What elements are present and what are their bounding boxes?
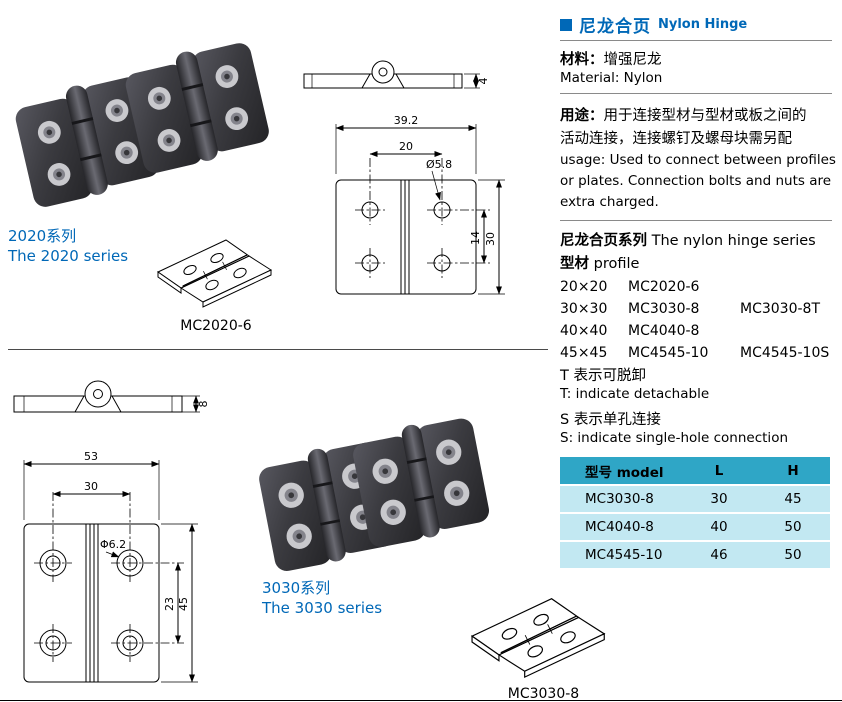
dim-hole-2020: Ø5.8	[426, 158, 452, 171]
rule-under-title	[560, 40, 832, 41]
drawing-iso-3030	[470, 598, 606, 679]
profile-model-2: MC3030-8T	[740, 301, 820, 317]
profile-size: 40×40	[560, 323, 608, 339]
cell-l: 30	[682, 486, 756, 512]
usage-line-zh1: 用途：用于连接型材与型材或板之间的	[560, 104, 838, 125]
profile-size: 45×45	[560, 345, 608, 361]
dim-hole-3030: Φ6.2	[100, 538, 126, 551]
profile-size: 20×20	[560, 279, 608, 295]
dim-overall-width-2020: 39.2	[394, 114, 419, 127]
series-heading-zh: 尼龙合页系列	[560, 233, 647, 249]
series-2020-en: The 2020 series	[8, 247, 129, 265]
series-heading-en: The nylon hinge series	[651, 233, 816, 249]
profile-heading-en: profile	[593, 256, 640, 272]
profile-model-2: MC4545-10S	[740, 345, 830, 361]
note-s-zh: S 表示单孔连接	[560, 412, 661, 428]
profile-row: 20×20 MC2020-6	[560, 276, 829, 298]
note-s-en: S: indicate single-hole connection	[560, 430, 789, 446]
profile-list: 20×20 MC2020-6 30×30 MC3030-8 MC3030-8T …	[560, 276, 829, 364]
cell-h: 50	[756, 542, 830, 568]
profile-model: MC4040-8	[628, 323, 700, 339]
series-3030-zh: 3030系列	[262, 579, 331, 597]
nylon-hinge-photo	[353, 418, 489, 547]
material-label: 材料：	[560, 52, 604, 68]
profile-model: MC2020-6	[628, 279, 700, 295]
usage-line-en3: extra charged.	[560, 194, 659, 210]
page-title: 尼龙合页 Nylon Hinge	[560, 12, 747, 37]
series-2020-label: 2020系列 The 2020 series	[8, 226, 128, 266]
spec-row: MC4040-8 40 50	[560, 514, 830, 540]
material-line-en: Material: Nylon	[560, 70, 663, 86]
dim-pitch-width-3030: 30	[84, 480, 98, 493]
note-t-en: T: indicate detachable	[560, 386, 710, 402]
section-divider	[8, 349, 548, 350]
drawing-front-view-3030: 53 30 Φ6.2 23 45	[23, 450, 198, 683]
series-3030-en: The 3030 series	[262, 599, 383, 617]
photo-2020-hinges	[15, 43, 269, 207]
cell-l: 40	[682, 514, 756, 540]
usage-line-en2: or plates. Connection bolts and nuts are	[560, 173, 832, 189]
title-en: Nylon Hinge	[658, 17, 748, 32]
profile-model: MC3030-8	[628, 301, 700, 317]
cell-h: 50	[756, 514, 830, 540]
series-3030-label: 3030系列 The 3030 series	[262, 578, 382, 618]
spec-table: 型号 model L H MC3030-8 30 45 MC4040-8 40 …	[560, 455, 830, 570]
dim-pitch-height-3030: 23	[163, 597, 176, 611]
profile-heading-zh: 型材	[560, 256, 589, 272]
usage-label: 用途：	[560, 108, 604, 124]
col-header-h: H	[756, 457, 830, 484]
profile-row: 45×45 MC4545-10 MC4545-10S	[560, 342, 829, 364]
dim-thickness-3030: 8	[197, 401, 210, 408]
photo-3030-hinges	[259, 418, 489, 571]
drawing-front-view-2020: 39.2 20 Ø5.8 14 30	[335, 114, 505, 295]
model-label-mc3030: MC3030-8	[507, 686, 580, 702]
profile-size: 30×30	[560, 301, 608, 317]
dim-pitch-height-2020: 14	[469, 231, 482, 245]
cell-model: MC4040-8	[560, 514, 682, 540]
cell-model: MC4545-10	[560, 542, 682, 568]
profile-heading: 型材 profile	[560, 252, 639, 273]
drawing-iso-2020	[157, 239, 273, 308]
spec-header-row: 型号 model L H	[560, 457, 830, 484]
series-heading: 尼龙合页系列 The nylon hinge series	[560, 229, 816, 250]
note-t-zh: T 表示可脱卸	[560, 368, 646, 384]
spec-row: MC4545-10 46 50	[560, 542, 830, 568]
usage-line-zh2: 活动连接，连接螺钉及螺母块需另配	[560, 131, 792, 147]
title-zh: 尼龙合页	[579, 17, 651, 37]
profile-row: 40×40 MC4040-8	[560, 320, 829, 342]
rule-under-usage	[560, 220, 832, 221]
drawing-top-view-3030: 8	[13, 380, 210, 413]
title-bullet-icon	[560, 18, 572, 31]
dim-overall-width-3030: 53	[84, 450, 98, 463]
dim-thickness-2020: 4	[477, 78, 490, 85]
cell-h: 45	[756, 486, 830, 512]
dim-pitch-width-2020: 20	[399, 140, 413, 153]
material-value: 增强尼龙	[603, 52, 662, 68]
usage-zh1: 用于连接型材与型材或板之间的	[603, 108, 807, 124]
usage-line-en1: usage: Used to connect between profiles	[560, 152, 836, 168]
page-bottom-rule	[0, 700, 842, 701]
series-2020-zh: 2020系列	[8, 227, 77, 245]
profile-row: 30×30 MC3030-8 MC3030-8T	[560, 298, 829, 320]
dim-overall-height-2020: 30	[484, 232, 497, 246]
dim-overall-height-3030: 45	[177, 597, 190, 611]
spec-row: MC3030-8 30 45	[560, 486, 830, 512]
model-label-mc2020: MC2020-6	[180, 318, 252, 334]
cell-l: 46	[682, 542, 756, 568]
material-line-zh: 材料：增强尼龙	[560, 48, 838, 69]
nylon-hinge-photo	[125, 43, 269, 173]
profile-model: MC4545-10	[628, 345, 709, 361]
drawing-top-view-2020: 4	[303, 60, 490, 89]
col-header-l: L	[682, 457, 756, 484]
cell-model: MC3030-8	[560, 486, 682, 512]
col-header-model: 型号 model	[560, 457, 682, 484]
rule-under-material	[560, 93, 832, 94]
